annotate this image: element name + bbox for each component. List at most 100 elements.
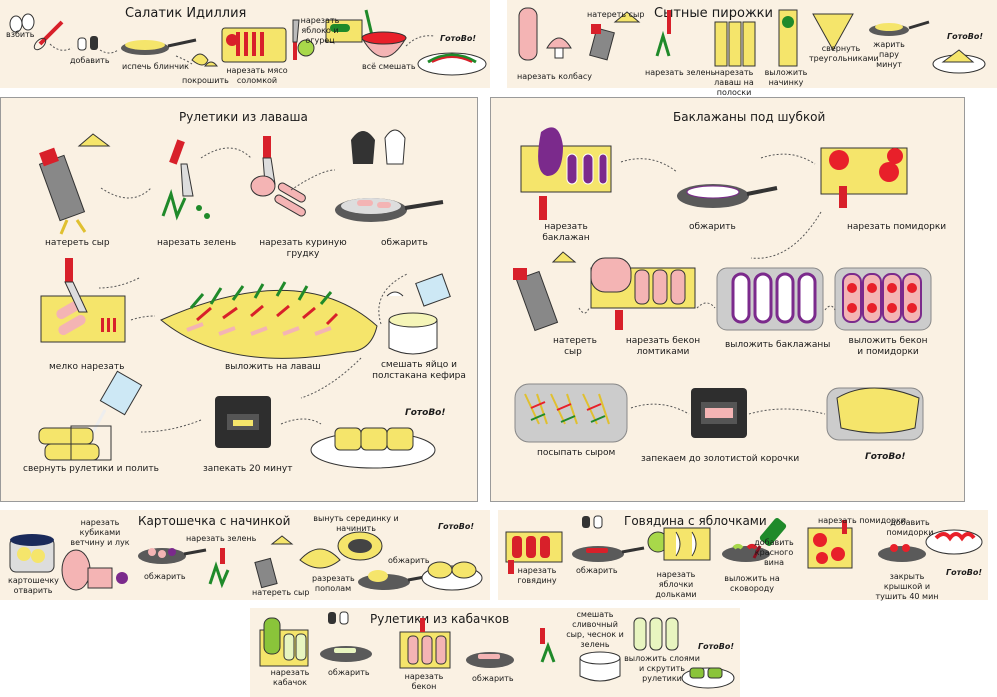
step-label: нарезать лаваш на полоски: [714, 68, 754, 97]
step-label: смешать яйцо и полстакана кефира: [372, 360, 466, 381]
step-label: выложить на лаваш: [225, 362, 321, 372]
herb-icon: [540, 628, 556, 663]
step-label-done: ГотоВо!: [438, 522, 474, 531]
triangle-pie-icon: [812, 13, 854, 52]
cutting-board-eggplant-icon: [520, 127, 612, 220]
step-label: обжарить: [689, 222, 736, 232]
salad-illustrations: [9, 9, 487, 76]
step-label-done: ГотоВо!: [946, 568, 982, 577]
herb-icon: [208, 548, 230, 589]
baking-tray-icon: [514, 383, 628, 443]
step-label: обжарить: [576, 566, 618, 575]
step-label: нарезать яблочки дольками: [655, 570, 697, 599]
plate-icon: [681, 667, 735, 689]
step-label: натереть сыр: [553, 336, 597, 357]
step-label: нарезать баклажан: [542, 222, 590, 243]
pan-icon: [358, 570, 431, 590]
step-label: нарезать бекон ломтиками: [625, 336, 701, 357]
panel-beef: Говядина с яблочками нарезать говядину о…: [498, 510, 988, 601]
step-label: картошечку отварить: [8, 576, 59, 595]
step-label: нарезать кубиками ветчину и лук: [70, 518, 130, 547]
shaker-icon: [77, 36, 98, 51]
step-label: свернуть треугольниками: [809, 44, 879, 63]
glass-icon: [415, 273, 451, 307]
pan-icon: [466, 652, 514, 668]
step-label: испечь блинчик: [122, 62, 189, 71]
cutting-board-zucchini-icon: [259, 617, 309, 667]
step-label: выложить бекон и помидорки: [848, 336, 928, 357]
step-label: нарезать помидорки: [847, 222, 947, 232]
step-label: разрезать пополам: [312, 574, 355, 593]
lavash-filled-icon: [160, 281, 378, 359]
cutting-board-meat-icon: [505, 531, 563, 574]
pan-icon: [138, 548, 207, 564]
panel-pies: Сытные пирожки нарезать колбасу натереть…: [507, 0, 997, 97]
step-label: выложить на сковороду: [724, 574, 780, 593]
step-label: запекать 20 минут: [203, 464, 293, 474]
step-label: покрошить: [182, 76, 229, 85]
crumbs-icon: [191, 53, 219, 67]
step-label: нарезать мясо соломкой: [226, 66, 288, 85]
step-label: нарезать бекон: [404, 672, 444, 691]
panel-title: Сытные пирожки: [654, 6, 773, 21]
step-label: добавить: [70, 56, 110, 65]
panel-title: Рулетики из кабачков: [370, 612, 510, 626]
knife-icon: [292, 19, 300, 60]
panel-title: Говядина с яблочками: [624, 514, 767, 528]
step-label: натереть сыр: [587, 10, 645, 19]
knife-icon: [169, 139, 194, 197]
plate-icon: [932, 49, 986, 74]
lavash-rolls-illustrations: [38, 129, 451, 469]
wine-bottle-icon: [752, 518, 787, 559]
pan-icon: [121, 38, 197, 55]
step-label: добавить помидорки: [886, 518, 934, 537]
step-label: закрыть крышкой и тушить 40 мин: [875, 572, 939, 601]
panel-zucchini: Рулетики из кабачков нарезать кабачок об…: [250, 608, 740, 697]
panel-lavash-rolls: Рулетики из лаваша: [0, 97, 478, 502]
flow-arrows: [578, 153, 836, 415]
chicken-breast-icon: [250, 175, 306, 217]
baking-tray-icon: [834, 267, 932, 331]
step-label: обжарить: [328, 668, 370, 677]
step-label: натереть сыр: [45, 238, 110, 248]
plate-icon: [421, 561, 483, 591]
pan-icon: [335, 198, 444, 222]
cheese-icon: [613, 11, 641, 23]
step-label: обжарить: [472, 674, 514, 683]
panel-salad: Салатик Идиллия взбить добавить испечь б…: [0, 0, 490, 88]
step-label: выложить слоями и скрутить рулетики: [624, 654, 700, 683]
oven-icon: [215, 396, 271, 448]
cutting-board-bacon-icon: [399, 618, 451, 669]
step-label: натереть сыр: [252, 588, 310, 597]
step-label: мелко нарезать: [49, 362, 125, 372]
panel-title: Рулетики из лаваша: [179, 110, 308, 124]
baking-tray-icon: [716, 267, 824, 331]
cutting-board-meat-icon: [221, 27, 287, 63]
pan-icon: [878, 544, 926, 562]
lavash-roll-icon: [38, 425, 112, 461]
step-label: посыпать сыром: [537, 448, 616, 458]
step-label-done: ГотоВо!: [947, 32, 983, 41]
step-label: выложить баклажаны: [725, 340, 831, 350]
cheese-bowl-icon: [579, 651, 621, 682]
step-label-done: ГотоВо!: [405, 408, 446, 418]
apple-board-icon: [647, 527, 711, 561]
step-label: смешать сливочный сыр, чеснок и зелень: [566, 610, 624, 649]
herb-icon: [655, 10, 671, 57]
bowl-icon: [361, 31, 407, 58]
beef-illustrations: [505, 515, 983, 574]
step-label: всё смешать: [362, 62, 416, 71]
plate-icon: [310, 427, 436, 469]
lavash-strips-icon: [714, 21, 756, 67]
whisk-icon: [33, 20, 64, 51]
step-label-done: ГотоВо!: [698, 642, 734, 651]
pan-icon: [677, 184, 778, 208]
salt-pepper-icon: [328, 611, 349, 625]
step-label: нарезать колбасу: [517, 72, 593, 81]
step-label: нарезать яблоко и огурец: [300, 16, 340, 45]
step-label: выложить начинку: [764, 68, 808, 87]
cutting-board-tomato-icon: [807, 520, 853, 569]
salt-pepper-icon: [582, 515, 603, 529]
zucchini-rolls-icon: [633, 617, 679, 651]
sausage-icon: [518, 7, 538, 61]
